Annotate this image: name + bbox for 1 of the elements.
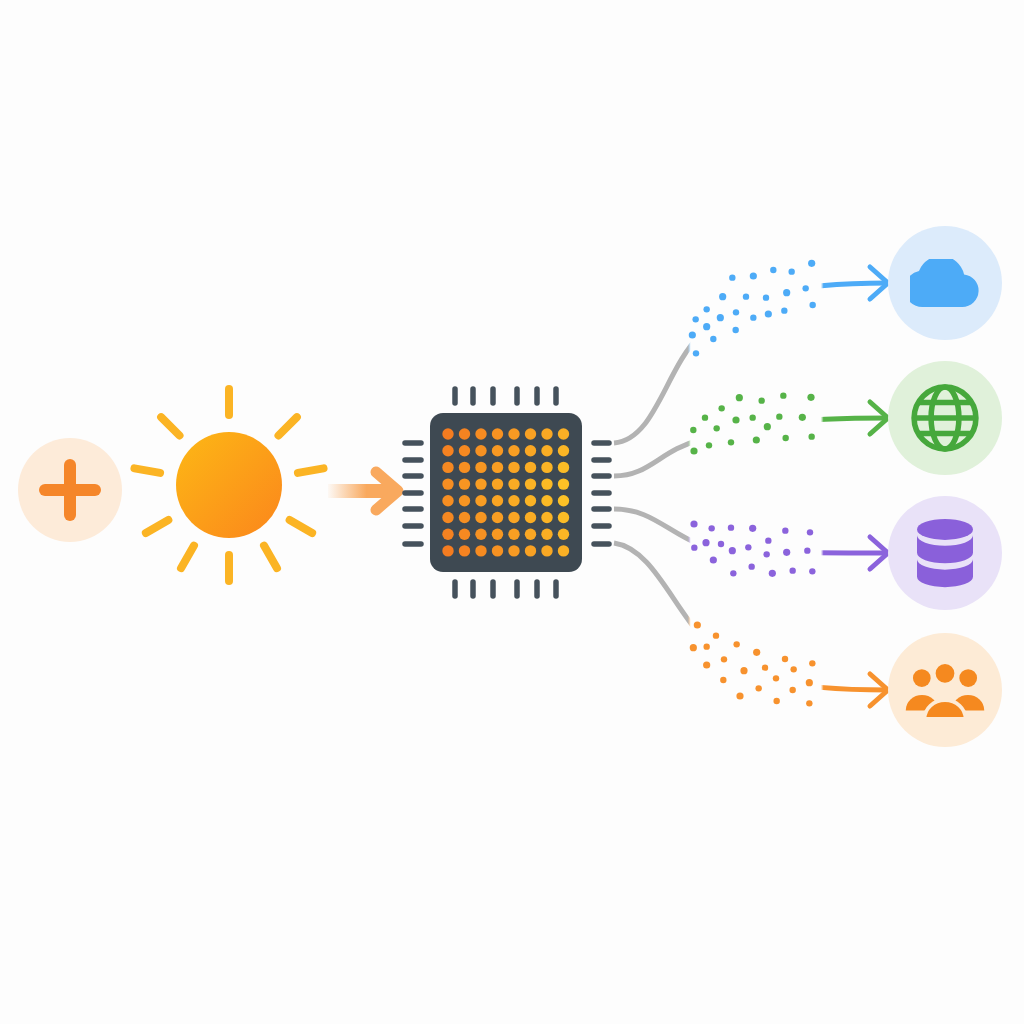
arrow [328,466,404,516]
